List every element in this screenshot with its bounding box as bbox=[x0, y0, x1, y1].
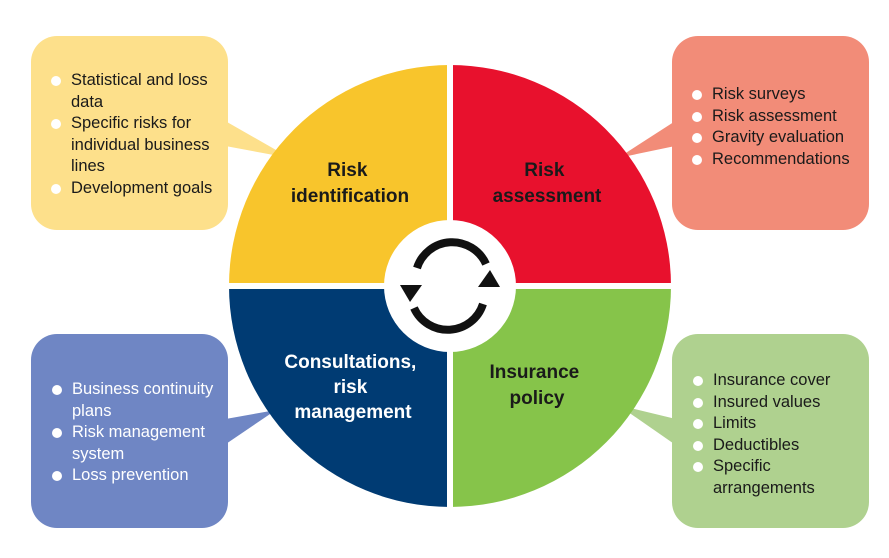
callout-assessment-list: Risk surveys Risk assessment Gravity eva… bbox=[688, 84, 866, 170]
callout-insurance-list: Insurance cover Insured values Limits De… bbox=[689, 370, 864, 499]
cycle-arrow-head-right bbox=[478, 270, 500, 287]
list-item: Risk management system bbox=[48, 422, 223, 465]
list-item: Specific arrangements bbox=[689, 456, 864, 499]
quadrant-risk-assessment bbox=[450, 65, 671, 286]
callout-assessment-shape bbox=[618, 36, 869, 230]
callout-consultations: Business continuity plans Risk managemen… bbox=[48, 379, 223, 487]
list-item: Gravity evaluation bbox=[688, 127, 866, 149]
callout-assessment: Risk surveys Risk assessment Gravity eva… bbox=[688, 84, 866, 170]
cycle-arrows-icon bbox=[410, 238, 490, 334]
list-item: Risk surveys bbox=[688, 84, 866, 106]
list-item: Insured values bbox=[689, 392, 864, 414]
callout-insurance: Insurance cover Insured values Limits De… bbox=[689, 370, 864, 499]
list-item: Risk assessment bbox=[688, 106, 866, 128]
callout-identification-shape bbox=[31, 36, 290, 230]
quadrant-label-insurance: Insurance policy bbox=[489, 362, 584, 409]
list-item: Statistical and loss data bbox=[47, 70, 222, 113]
list-item: Development goals bbox=[47, 178, 222, 200]
quadrant-insurance-policy bbox=[450, 286, 671, 507]
quadrant-consultations bbox=[229, 286, 450, 507]
cycle-arrow-head-left bbox=[400, 285, 422, 302]
list-item: Deductibles bbox=[689, 435, 864, 457]
list-item: Insurance cover bbox=[689, 370, 864, 392]
quadrant-label-consultations: Consultations, risk management bbox=[284, 352, 421, 423]
list-item: Specific risks for individual business l… bbox=[47, 113, 222, 178]
callout-insurance-shape bbox=[618, 334, 869, 528]
quadrant-label-identification: Risk identification bbox=[291, 160, 409, 207]
callout-consultations-list: Business continuity plans Risk managemen… bbox=[48, 379, 223, 487]
callout-consultations-shape bbox=[31, 334, 276, 528]
callout-identification: Statistical and loss data Specific risks… bbox=[47, 70, 222, 199]
callout-identification-list: Statistical and loss data Specific risks… bbox=[47, 70, 222, 199]
quadrant-risk-identification bbox=[229, 65, 450, 286]
list-item: Recommendations bbox=[688, 149, 866, 171]
list-item: Loss prevention bbox=[48, 465, 223, 487]
list-item: Business continuity plans bbox=[48, 379, 223, 422]
list-item: Limits bbox=[689, 413, 864, 435]
quadrant-label-assessment: Risk assessment bbox=[493, 160, 602, 207]
